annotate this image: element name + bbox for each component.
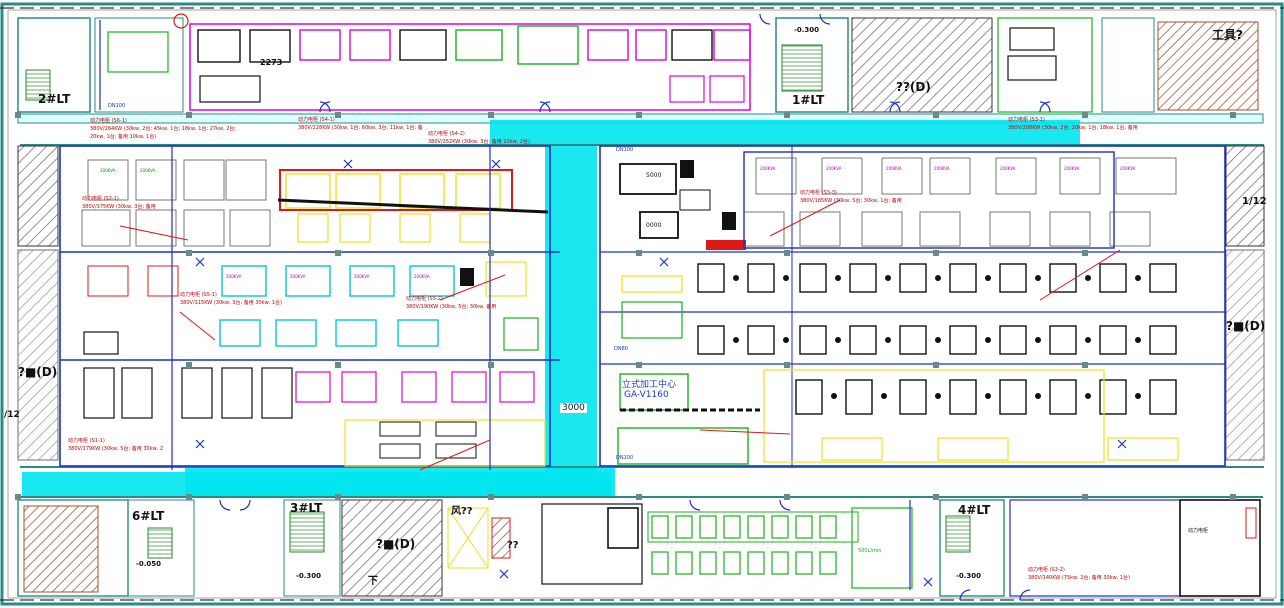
pipe-label: DN100 [108, 103, 126, 109]
svg-text:200KVA: 200KVA [826, 166, 842, 171]
elev-top-stair: -0.300 [794, 26, 820, 34]
stair-2lt-label: 2#LT [38, 92, 71, 106]
svg-text:200KVA: 200KVA [1064, 166, 1080, 171]
zone-bottom-q2: ?? [507, 540, 519, 551]
svg-text:200KVA: 200KVA [1120, 166, 1136, 171]
top-equipment [173, 13, 1057, 103]
zone-bottom-q1: 风?? [451, 506, 473, 517]
svg-text:200KVA: 200KVA [886, 166, 902, 171]
bottom-rooms [17, 499, 1261, 597]
panel-note: 380V/228KW (30kw, 1台; 60kw, 3台; 11kw, 1台… [298, 125, 423, 131]
machining-center-name: 立式加工中心 [622, 380, 677, 390]
flow-label: 500L/min [858, 548, 882, 554]
stair-4lt-label: 4#LT [958, 503, 991, 517]
panel-note: 动力电柜 (S1-1) [68, 438, 105, 444]
elev-b-4lt: -0.300 [956, 572, 982, 580]
panel-note: 动力电柜 (S2-1) [82, 196, 119, 202]
zone-bottom-hatch: ?■(D) [376, 537, 416, 551]
pipe-label: DN100 [616, 147, 634, 153]
zone-side-12: 1/12 [1242, 196, 1267, 207]
corridor-dim: 3000 [560, 403, 587, 413]
zone-tool: 工具? [1212, 28, 1243, 42]
elev-b-3lt: -0.300 [296, 572, 322, 580]
panel-note: 380V/175KW (30kw, 3台; 备用 [82, 204, 156, 210]
door-swings [219, 13, 1051, 601]
svg-text:200KVA: 200KVA [760, 166, 776, 171]
left-hall [17, 20, 560, 471]
box-number-2273: 2273 [260, 58, 283, 67]
zone-right-mid: ?■(D) [1226, 319, 1266, 333]
stair-6lt-label: 6#LT [132, 509, 165, 523]
stair-3lt-label: 3#LT [290, 501, 323, 515]
panel-note: 380V/115KW (30kw, 3台; 备用 30kw, 1台) [180, 300, 283, 306]
svg-text:200KVA: 200KVA [414, 274, 430, 279]
zone-top-hatch: ??(D) [896, 80, 931, 94]
stair-1lt-label: 1#LT [792, 93, 825, 107]
corridors [17, 113, 1264, 498]
panel-note: 380V/252KW (30kw, 3台; 备用 10kw, 2台) [428, 139, 531, 145]
svg-text:200KVA: 200KVA [226, 274, 242, 279]
panel-note: 380V/185KW (30kw, 5台; 30kw, 1台; 备用 [800, 198, 902, 204]
box-number-0000: 0000 [646, 222, 662, 229]
top-rooms [17, 17, 1259, 113]
box-number-5000: 5000 [646, 172, 662, 179]
pipe-label: DN80 [614, 346, 628, 352]
panel-note: 动力电柜 (S3-2) [1028, 567, 1065, 573]
machine-tags: 200KVA 200KVA 200KVA 200KVA 200KVA 200KV… [100, 166, 1136, 279]
panel-label: 动力电柜 [1188, 528, 1209, 534]
right-hall [599, 145, 1265, 467]
panel-note: 380V/190KW (30kw, 5台; 30kw, 备用 [406, 304, 497, 310]
panel-note: 380V/264KW (30kw, 2台; 45kw, 1台; 18kw, 1台… [90, 126, 237, 132]
zone-under: 下 [368, 576, 378, 587]
elev-b-6lt: -0.050 [136, 560, 162, 568]
panel-note: 380V/140KW (75kw, 2台; 备用 30kw, 1台) [1028, 575, 1131, 581]
panel-note: 动力电柜 (S6-1) [90, 118, 127, 124]
panel-note: 动力电柜 (S5-1) [180, 292, 217, 298]
panel-note: 动力电柜 (S3-1) [1008, 117, 1045, 123]
valve-markers [195, 159, 1127, 587]
panel-note: 动力电柜 (S5-2) [406, 296, 443, 302]
machining-center-model: GA-V1160 [624, 390, 669, 400]
svg-text:200KVA: 200KVA [290, 274, 306, 279]
svg-text:200KVA: 200KVA [354, 274, 370, 279]
zone-left-mid: ?■(D) [18, 365, 58, 379]
panel-note: 动力电柜 (S4-2) [428, 131, 465, 137]
svg-text:200KVA: 200KVA [140, 168, 156, 173]
svg-text:200KVA: 200KVA [100, 168, 116, 173]
column-markers [15, 112, 1236, 500]
svg-text:200KVA: 200KVA [1000, 166, 1016, 171]
zone-side-left-12: /12 [4, 410, 20, 420]
panel-note: 380V/179KW (30kw, 5台; 备用 30kw, 2 [68, 446, 164, 452]
panel-note: 动力电柜 (S3-3) [800, 190, 837, 196]
pipe-label: DN100 [616, 455, 634, 461]
panel-note: 动力电柜 (S4-1) [298, 117, 335, 123]
panel-note: 20kw, 1台; 备用 10kw, 1台) [90, 134, 157, 140]
panel-note: 380V/208KW (30kw, 2台; 20kw, 1台; 18kw, 1台… [1008, 125, 1138, 131]
svg-text:200KVA: 200KVA [934, 166, 950, 171]
